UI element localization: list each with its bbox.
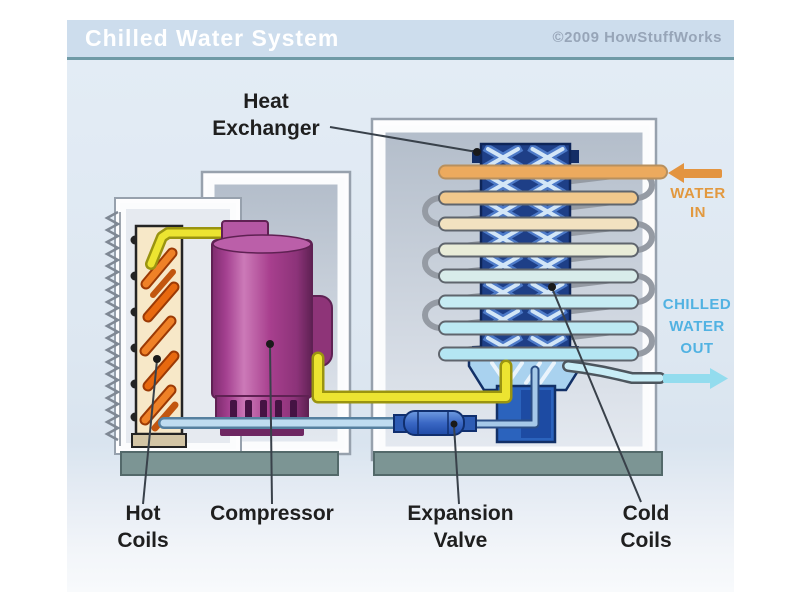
liquid-line-pipe [158, 365, 540, 429]
leader-lines [142, 126, 642, 505]
compressor-label: Compressor [210, 502, 334, 525]
compressor-vents [230, 400, 297, 422]
water-tube-2 [438, 190, 639, 206]
title-bar: Chilled Water System ©2009 HowStuffWorks [67, 20, 734, 57]
copyright-text: ©2009 HowStuffWorks [552, 29, 722, 46]
water-in-arrow [668, 163, 722, 183]
water-tube-6 [438, 294, 639, 310]
expansion-valve-label: Expansion Valve [407, 502, 514, 552]
hot-coils-base [131, 433, 187, 448]
cold-coils [438, 164, 668, 362]
water-in-label: WATER IN [670, 185, 726, 221]
cold-coils-label: Cold Coils [620, 502, 672, 552]
condenser-fins [104, 210, 121, 446]
expansion-valve [393, 410, 477, 436]
heat-exchanger-label: Heat Exchanger [212, 90, 320, 140]
water-tube-3 [438, 216, 639, 232]
chilled-water-out-label: CHILLED WATER OUT [662, 296, 732, 357]
chilled-water-out-arrow [663, 368, 728, 389]
water-tube-1 [438, 164, 668, 180]
water-tube-4 [438, 242, 639, 258]
hot-gas-pipe-top [145, 227, 240, 270]
compressor [211, 220, 333, 436]
page-title: Chilled Water System [85, 25, 340, 51]
hot-gas-pipe-bottom [311, 351, 513, 404]
right-base-platform [373, 451, 663, 476]
hot-coils [130, 224, 187, 448]
chilled-water-out-pipe [562, 360, 666, 384]
water-tube-5 [438, 268, 639, 284]
hot-coils-label: Hot Coils [117, 502, 169, 552]
water-tube-8 [438, 346, 639, 362]
water-tube-7 [438, 320, 639, 336]
left-base-platform [120, 451, 339, 476]
title-rule [67, 57, 734, 60]
